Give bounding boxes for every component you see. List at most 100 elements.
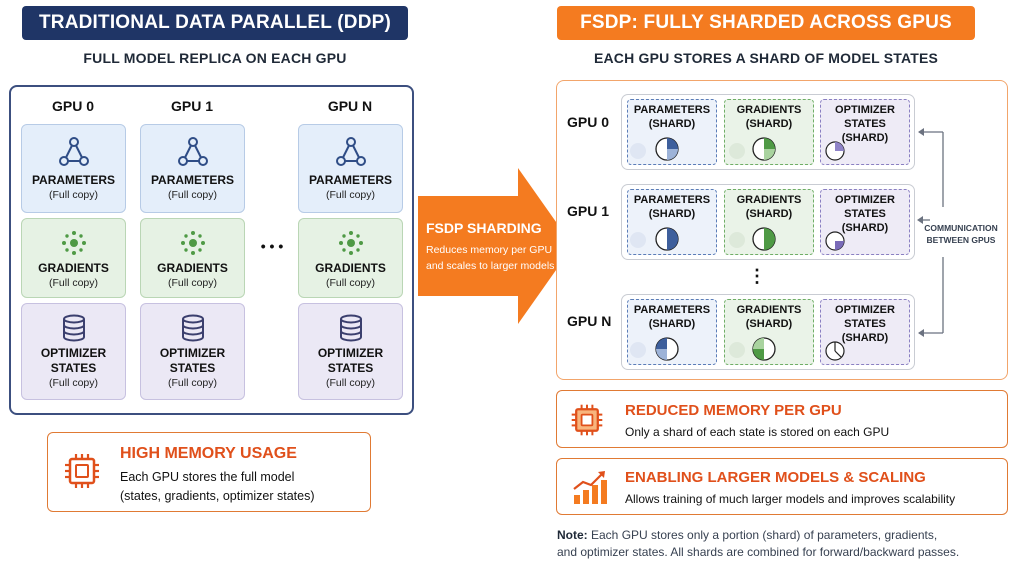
ddp-gpu1-gradients: GRADIENTS (Full copy) [140,218,245,298]
full-copy-label: (Full copy) [48,189,98,201]
pie-shard-icon [825,141,845,161]
rows-ellipsis: ⋮ [748,266,766,286]
arrow-line1: Reduces memory per GPU [426,244,553,256]
network-graph-icon [58,137,89,166]
ddp-gpu-0-title: GPU 0 [51,98,94,114]
ddp-gpun-gradients: GRADIENTS (Full copy) [298,218,403,298]
full-copy-label: (Full copy) [167,277,217,289]
ddp-gpu0-gradients: GRADIENTS (Full copy) [21,218,126,298]
shard-label: GRADIENTS [736,104,802,116]
shard-sub: (SHARD) [745,318,793,330]
pie-shard-icon [729,137,776,161]
pie-shard-icon [630,337,679,361]
parameters-label: PARAMETERS [150,173,235,187]
shard-label: OPTIMIZER [835,304,895,316]
optimizer-label: OPTIMIZER [317,346,384,360]
scaling-title: ENABLING LARGER MODELS & SCALING [625,469,926,486]
dotted-circle-icon [180,231,205,255]
gradients-label: GRADIENTS [315,261,386,275]
shard-sub: (SHARD) [648,118,696,130]
optimizer-label: OPTIMIZER [40,346,107,360]
ddp-gpun-parameters: PARAMETERS (Full copy) [298,124,403,213]
pie-shard-icon [729,227,776,251]
optimizer-label-2: STATES [50,361,97,375]
database-icon [62,314,85,342]
shard-sub: (SHARD) [745,208,793,220]
shard-sub-2: (SHARD) [841,132,889,144]
fsdp-title: FSDP: FULLY SHARDED ACROSS GPUS [557,6,975,40]
optimizer-label-2: STATES [327,361,374,375]
note-line1: Note: Each GPU stores only a portion (sh… [557,527,1017,544]
high-memory-line1: Each GPU stores the full model [120,470,295,484]
gradients-label: GRADIENTS [38,261,109,275]
ddp-gpu-n-title: GPU N [327,98,373,114]
shard-pie-icons [630,128,944,361]
optimizer-label: OPTIMIZER [159,346,226,360]
shard-sub: (SHARD) [745,118,793,130]
dotted-circle-icon [338,231,363,255]
reduced-memory-title: REDUCED MEMORY PER GPU [625,402,842,419]
ddp-gpun-optimizer: OPTIMIZER STATES (Full copy) [298,303,403,400]
note-text-1: Each GPU stores only a portion (shard) o… [587,528,938,542]
high-memory-line2: (states, gradients, optimizer states) [120,489,315,503]
arrow-title: FSDP SHARDING [426,220,542,236]
scaling-callout: ENABLING LARGER MODELS & SCALING Allows … [556,458,1008,515]
shard-label: PARAMETERS [633,104,711,116]
pie-shard-icon [825,341,845,361]
parameters-label: PARAMETERS [308,173,393,187]
pie-shard-icon [630,137,679,161]
full-copy-label: (Full copy) [48,277,98,289]
pie-shard-icon [630,227,679,251]
high-memory-title: HIGH MEMORY USAGE [120,445,297,462]
network-graph-icon [335,137,366,166]
pie-shard-icon [729,337,776,361]
shard-label: OPTIMIZER [835,194,895,206]
pie-shard-icon [825,231,845,251]
ddp-gpu0-parameters: PARAMETERS (Full copy) [21,124,126,213]
optimizer-label-2: STATES [169,361,216,375]
ddp-title: TRADITIONAL DATA PARALLEL (DDP) [22,6,408,40]
chip-icon [65,454,99,488]
full-copy-label: (Full copy) [325,189,375,201]
communication-label: COMMUNICATION BETWEEN GPUS [918,222,1004,246]
gradients-label: GRADIENTS [157,261,228,275]
communication-line1: COMMUNICATION [924,223,998,233]
ddp-gpu-1-title: GPU 1 [170,98,213,114]
full-copy-label: (Full copy) [48,377,98,389]
reduced-memory-text: Only a shard of each state is stored on … [625,425,890,439]
arrow-line2: and scales to larger models [426,260,555,272]
shard-label: OPTIMIZER [835,104,895,116]
ddp-gpu0-optimizer: OPTIMIZER STATES (Full copy) [21,303,126,400]
chip-icon [571,404,603,436]
shard-sub-2: (SHARD) [841,332,889,344]
fsdp-sharding-arrow [418,168,573,324]
full-copy-label: (Full copy) [167,377,217,389]
communication-line2: BETWEEN GPUS [926,235,996,245]
database-icon [181,314,204,342]
ddp-subtitle: FULL MODEL REPLICA ON EACH GPU [83,50,347,66]
ddp-gpu1-optimizer: OPTIMIZER STATES (Full copy) [140,303,245,400]
fsdp-subtitle: EACH GPU STORES A SHARD OF MODEL STATES [593,50,939,66]
scaling-text: Allows training of much larger models an… [625,492,956,506]
parameters-label: PARAMETERS [31,173,116,187]
shard-sub: STATES [844,118,886,130]
note-text-2: and optimizer states. All shards are com… [557,545,960,559]
shard-sub: STATES [844,318,886,330]
fsdp-gpu-1-label: GPU 1 [567,203,610,219]
shard-label: PARAMETERS [633,304,711,316]
shard-sub-2: (SHARD) [841,222,889,234]
footnote: Note: Each GPU stores only a portion (sh… [557,527,1017,561]
high-memory-callout: HIGH MEMORY USAGE Each GPU stores the fu… [47,432,371,512]
full-copy-label: (Full copy) [167,189,217,201]
gpu-ellipsis: • • • [260,238,284,254]
reduced-memory-callout: REDUCED MEMORY PER GPU Only a shard of e… [556,390,1008,448]
full-copy-label: (Full copy) [325,277,375,289]
ddp-gpu1-parameters: PARAMETERS (Full copy) [140,124,245,213]
shard-label: PARAMETERS [633,194,711,206]
shard-sub: STATES [844,208,886,220]
fsdp-gpu-0-label: GPU 0 [567,114,610,130]
note-label: Note: [557,528,588,542]
shard-sub: (SHARD) [648,208,696,220]
database-icon [339,314,362,342]
shard-label: GRADIENTS [736,304,802,316]
